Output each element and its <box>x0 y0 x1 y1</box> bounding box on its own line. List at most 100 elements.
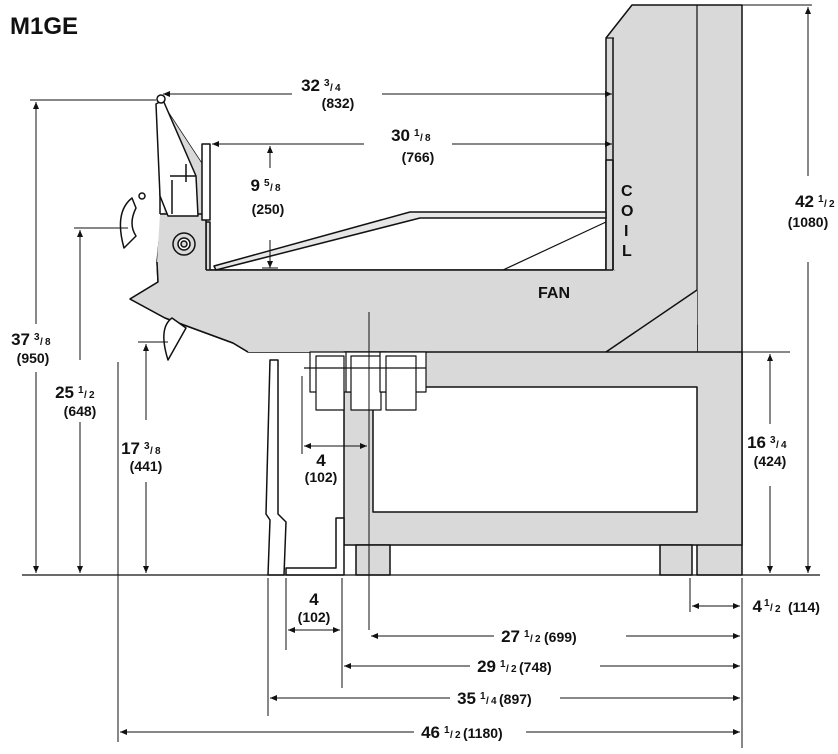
svg-text:46: 46 <box>421 723 440 742</box>
svg-text:2: 2 <box>535 634 541 645</box>
svg-text:/: / <box>824 199 827 210</box>
svg-text:8: 8 <box>155 446 161 457</box>
svg-text:4: 4 <box>335 83 341 94</box>
svg-text:29: 29 <box>477 657 496 676</box>
svg-text:5: 5 <box>264 178 270 189</box>
svg-text:8: 8 <box>425 133 431 144</box>
svg-text:27: 27 <box>501 627 520 646</box>
svg-text:/: / <box>450 730 453 741</box>
svg-text:(102): (102) <box>298 609 331 625</box>
svg-text:32: 32 <box>301 76 320 95</box>
drain-pans <box>304 351 427 411</box>
svg-text:/: / <box>84 390 87 401</box>
svg-text:3: 3 <box>144 441 150 452</box>
svg-text:(766): (766) <box>402 149 435 165</box>
svg-text:(748): (748) <box>519 659 552 675</box>
dim-base-height: 16 3 / 4 (424) <box>747 433 787 469</box>
svg-text:3: 3 <box>770 435 776 446</box>
svg-text:/: / <box>530 634 533 645</box>
diagram-title: M1GE <box>10 13 78 40</box>
svg-text:8: 8 <box>275 183 281 194</box>
svg-text:1: 1 <box>818 194 824 205</box>
svg-text:(424): (424) <box>754 453 787 469</box>
dim-deck-depth: 9 5 / 8 (250) <box>251 176 285 217</box>
dim-depth-c: 35 1 / 4 (897) <box>457 689 532 708</box>
dim-overall-height: 42 1 / 2 (1080) <box>788 192 835 230</box>
svg-text:/: / <box>506 664 509 675</box>
dim-kick-offset: 4 (102) <box>298 590 331 625</box>
dim-top-width: 32 3 / 4 (832) <box>301 76 354 111</box>
svg-text:17: 17 <box>121 439 140 458</box>
svg-text:2: 2 <box>775 604 781 615</box>
svg-text:1: 1 <box>78 385 84 396</box>
svg-text:1: 1 <box>444 725 450 736</box>
svg-text:(832): (832) <box>322 95 355 111</box>
svg-text:/: / <box>776 440 779 451</box>
svg-text:(699): (699) <box>544 629 577 645</box>
front-foot <box>355 544 391 576</box>
svg-text:42: 42 <box>795 192 814 211</box>
upper-bumper <box>119 197 137 249</box>
svg-text:2: 2 <box>829 199 835 210</box>
lower-bumper <box>163 317 187 361</box>
svg-text:(114): (114) <box>788 599 820 615</box>
svg-text:/: / <box>330 83 333 94</box>
svg-text:(648): (648) <box>64 403 97 419</box>
svg-text:(102): (102) <box>305 469 338 485</box>
svg-text:2: 2 <box>455 730 461 741</box>
dim-front-height: 37 3 / 8 (950) <box>11 330 51 366</box>
svg-text:(250): (250) <box>252 201 285 217</box>
svg-text:/: / <box>420 133 423 144</box>
svg-text:L: L <box>622 243 632 260</box>
svg-text:4: 4 <box>753 597 763 616</box>
coil-label: C O I L <box>621 183 633 260</box>
dim-lower-bumper: 17 3 / 8 (441) <box>121 439 162 474</box>
svg-text:/: / <box>150 446 153 457</box>
svg-text:4: 4 <box>491 696 497 707</box>
svg-text:4: 4 <box>316 451 326 470</box>
dim-overall-depth: 46 1 / 2 (1180) <box>421 723 503 742</box>
svg-text:37: 37 <box>11 330 30 349</box>
svg-text:3: 3 <box>34 332 40 343</box>
svg-text:1: 1 <box>414 128 420 139</box>
dim-depth-b: 29 1 / 2 (748) <box>477 657 552 676</box>
svg-text:16: 16 <box>747 433 766 452</box>
case-body <box>119 4 743 576</box>
svg-text:/: / <box>40 337 43 348</box>
svg-text:1: 1 <box>500 659 506 670</box>
dim-depth-a: 27 1 / 2 (699) <box>501 627 577 646</box>
fan-label: FAN <box>538 285 570 302</box>
svg-text:3: 3 <box>324 78 330 89</box>
svg-text:2: 2 <box>89 390 95 401</box>
svg-text:1: 1 <box>480 691 486 702</box>
svg-text:I: I <box>624 223 628 240</box>
svg-text:30: 30 <box>391 126 410 145</box>
svg-text:4: 4 <box>309 590 319 609</box>
deck-shelf <box>213 211 607 271</box>
dim-deck-width: 30 1 / 8 (766) <box>391 126 434 165</box>
svg-text:/: / <box>770 603 773 614</box>
svg-text:O: O <box>621 203 633 220</box>
svg-text:35: 35 <box>457 689 476 708</box>
dim-bumper-height: 25 1 / 2 (648) <box>55 383 96 419</box>
svg-text:(1180): (1180) <box>463 725 503 741</box>
cabinet-panel <box>372 386 698 513</box>
svg-text:1: 1 <box>524 629 530 640</box>
front-panel <box>265 359 287 576</box>
svg-text:/: / <box>486 696 489 707</box>
dim-rear-offset: 4 1 / 2 (114) <box>753 597 820 616</box>
svg-text:4: 4 <box>781 440 787 451</box>
svg-text:9: 9 <box>251 176 260 195</box>
svg-text:8: 8 <box>45 337 51 348</box>
svg-text:(950): (950) <box>17 350 50 366</box>
kick-bracket <box>285 517 345 576</box>
svg-text:(897): (897) <box>499 691 532 707</box>
svg-text:2: 2 <box>511 664 517 675</box>
rear-foot <box>659 544 693 576</box>
svg-text:25: 25 <box>55 383 74 402</box>
svg-text:(1080): (1080) <box>788 214 828 230</box>
dim-drain-offset: 4 (102) <box>305 451 338 485</box>
svg-text:1: 1 <box>764 598 770 609</box>
